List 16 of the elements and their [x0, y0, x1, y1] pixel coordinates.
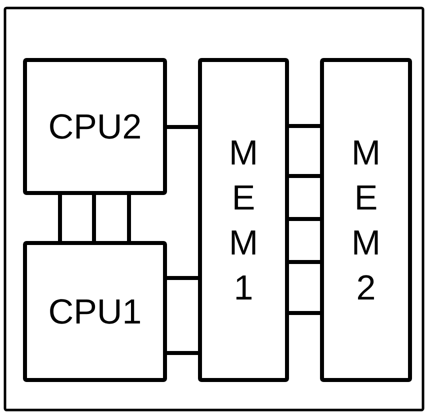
- memory-box: M E M 2: [320, 58, 412, 382]
- cpu-box: CPU1: [23, 241, 167, 382]
- connector-line: [289, 260, 320, 264]
- cpu-box: CPU2: [23, 58, 167, 195]
- outer-frame: [4, 6, 424, 412]
- connector-line: [289, 124, 320, 128]
- connector-line: [167, 276, 198, 280]
- connector-line: [127, 195, 131, 241]
- connector-line: [58, 195, 62, 241]
- connector-line: [289, 174, 320, 178]
- connector-line: [92, 195, 96, 241]
- connector-line: [289, 311, 320, 315]
- connector-line: [167, 125, 198, 129]
- connector-line: [289, 217, 320, 221]
- connector-line: [167, 351, 198, 355]
- memory-box: M E M 1: [198, 58, 289, 382]
